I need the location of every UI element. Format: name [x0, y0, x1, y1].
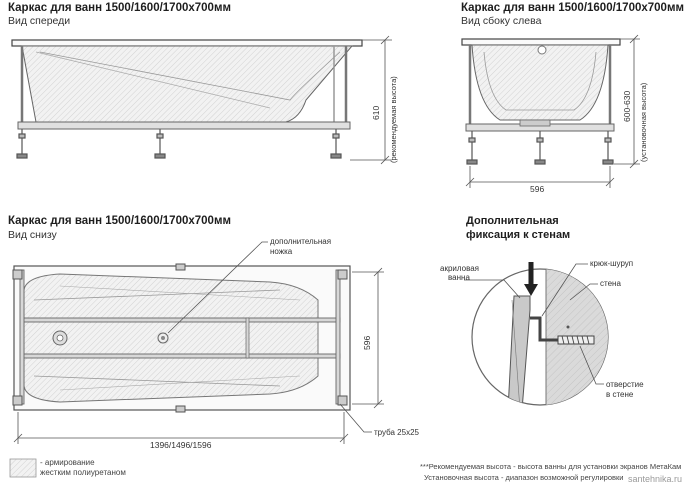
bottom-length-dimension [13, 412, 349, 444]
bottom-leg [337, 395, 348, 406]
footnote-line-1: ***Рекомендуемая высота - высота ванны д… [420, 462, 682, 471]
side-leg [602, 131, 614, 165]
acrylic-callout-leader [464, 279, 521, 299]
bottom-frame-rail-bottom [21, 353, 341, 359]
additional-leg-label-2: ножка [270, 247, 293, 256]
legend-swatch [9, 458, 37, 478]
hole-label-1: отверстие [606, 380, 644, 389]
wall-fixation-title-1: Дополнительная [466, 215, 559, 227]
bottom-length-value: 1396/1496/1596 [150, 440, 212, 450]
detail-arrow-head [524, 284, 538, 296]
side-width-value: 596 [530, 184, 545, 194]
additional-leg-label-1: дополнительная [270, 237, 332, 246]
side-height-note: (установочная высота) [639, 82, 648, 162]
side-leg [466, 131, 478, 165]
detail-wall-hole [557, 335, 595, 345]
front-tub-inner-line [39, 51, 341, 101]
wall-label: стена [600, 279, 621, 288]
front-leg [16, 129, 28, 159]
side-tub-body [471, 44, 609, 121]
detail-hook-screw [530, 316, 560, 342]
front-view-title: Каркас для ванн 1500/1600/1700х700мм [8, 2, 231, 14]
bottom-leg [175, 405, 186, 413]
bottom-width-value: 596 [362, 335, 372, 350]
leg-callout-leader [167, 241, 268, 334]
acrylic-label-2: ванна [448, 273, 470, 282]
bottom-width-dimension [352, 267, 384, 409]
wall-fixation-title-2: фиксация к стенам [466, 229, 571, 241]
side-view [461, 34, 640, 188]
bottom-view-subtitle: Вид снизу [8, 229, 57, 241]
bottom-view [12, 241, 384, 444]
hook-callout-leader [541, 263, 588, 317]
front-height-note: (рекомендуемая высота) [389, 76, 398, 163]
bottom-leg [337, 269, 348, 280]
wall-fixation-detail [464, 262, 609, 406]
hole-callout-leader [579, 345, 604, 385]
bottom-frame-cross-left [19, 269, 25, 405]
legend-line-1: - армирование [40, 458, 95, 467]
front-height-value: 610 [371, 105, 381, 120]
side-view-subtitle: Вид сбоку слева [461, 15, 542, 27]
watermark: santehnika.ru [626, 474, 685, 484]
front-tub-body [21, 45, 354, 123]
footnote-line-2: Установочная высота - диапазон возможной… [424, 473, 675, 482]
front-tub-rim [11, 39, 363, 47]
bottom-tub-basin [23, 273, 319, 403]
side-height-dimension [614, 34, 640, 169]
overflow-hole [537, 45, 547, 55]
wall-callout-leader [569, 283, 598, 301]
front-view-subtitle: Вид спереди [8, 15, 71, 27]
side-width-dimension [465, 166, 615, 188]
front-leg [154, 129, 166, 159]
side-tub-rim [461, 38, 621, 46]
side-height-value: 600-630 [622, 90, 632, 122]
side-view-title: Каркас для ванн 1500/1600/1700х700мм [461, 2, 684, 14]
pipe-callout-leader [339, 403, 372, 433]
legend-line-2: жестким полиуретаном [40, 468, 126, 477]
hole-label-2: в стене [606, 390, 634, 399]
bottom-leg [12, 395, 23, 406]
bottom-leg [175, 263, 186, 271]
side-leg [534, 131, 546, 165]
drain-siphon [519, 119, 551, 127]
front-view [11, 35, 392, 165]
pipe-label: труба 25х25 [374, 428, 419, 437]
bottom-view-title: Каркас для ванн 1500/1600/1700х700мм [8, 215, 231, 227]
front-leg [330, 129, 342, 159]
hook-label: крюк-шуруп [590, 259, 634, 268]
front-height-dimension [350, 35, 392, 165]
acrylic-label-1: акриловая [440, 264, 480, 273]
front-frame-rail [17, 121, 351, 130]
bottom-leg [12, 269, 23, 280]
bottom-frame-cross-right [335, 269, 341, 405]
